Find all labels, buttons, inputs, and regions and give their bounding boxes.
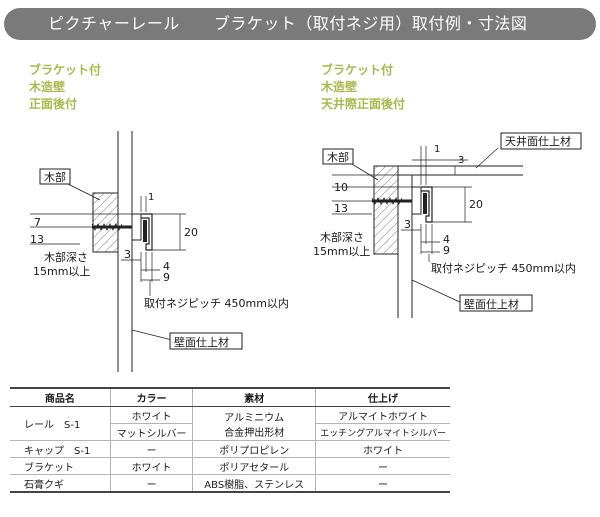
cap-finish: ホワイト bbox=[315, 440, 450, 458]
cap-name: キャップ S-1 bbox=[10, 440, 111, 458]
right-diagram: 木部 天井面仕上材 1 3 10 13 20 3 bbox=[313, 132, 582, 318]
left-dim-9: 9 bbox=[163, 271, 170, 284]
left-dim-13: 13 bbox=[30, 233, 44, 246]
right-wood-label: 木部 bbox=[327, 150, 349, 164]
bracket-name: ブラケット bbox=[10, 457, 111, 475]
right-ceiling-finish-box bbox=[500, 132, 582, 150]
right-dim-1: 1 bbox=[434, 144, 440, 155]
right-dim-3: 3 bbox=[404, 218, 411, 231]
rail-color-1: ホワイト bbox=[109, 406, 193, 424]
left-diagram: 木部 7 13 20 1 3 4 9 木部深さ 15mm以上 取 bbox=[30, 131, 289, 372]
left-dim-3: 3 bbox=[124, 248, 131, 261]
title-part-1: ピクチャーレール bbox=[48, 14, 180, 33]
right-dimension-lines bbox=[332, 146, 472, 254]
right-depth-line-2: 15mm以上 bbox=[313, 245, 370, 258]
left-depth-line-2: 15mm以上 bbox=[33, 265, 90, 278]
rail-material-line-1: アルミニウム bbox=[224, 412, 285, 424]
header-color: カラー bbox=[109, 387, 193, 407]
title-part-2: ブラケット（取付ネジ用）取付例・寸法図 bbox=[213, 14, 528, 33]
left-diagram-caption: ブラケット付 木造壁 正面後付 bbox=[29, 62, 101, 113]
right-caption-line-3: 天井際正面後付 bbox=[321, 97, 406, 111]
right-ceiling-finish-label: 天井面仕上材 bbox=[505, 134, 571, 148]
cap-material: ポリプロピレン bbox=[192, 440, 316, 458]
left-caption-line-2: 木造壁 bbox=[29, 80, 66, 94]
cap-color: ー bbox=[109, 440, 193, 458]
left-caption-line-1: ブラケット付 bbox=[29, 63, 102, 77]
right-caption-line-1: ブラケット付 bbox=[321, 63, 394, 77]
screw-name: 石膏クギ bbox=[10, 474, 111, 493]
bracket-color: ホワイト bbox=[109, 457, 193, 475]
right-ceiling bbox=[398, 165, 523, 176]
left-wood-block bbox=[92, 192, 119, 253]
left-pitch-label: 取付ネジピッチ 450mm以内 bbox=[144, 296, 289, 310]
rail-material: アルミニウム 合金押出形材 bbox=[192, 406, 316, 441]
rail-finish-2: エッチングアルマイトシルバー bbox=[315, 423, 450, 441]
left-dimension-lines bbox=[30, 196, 186, 282]
right-wall-finish-label: 壁面仕上材 bbox=[464, 297, 519, 311]
left-dim-4: 4 bbox=[163, 260, 170, 273]
screw-color: ー bbox=[109, 474, 193, 493]
left-dim-20: 20 bbox=[184, 226, 198, 239]
rail-name: レール S-1 bbox=[10, 406, 111, 441]
left-wood-label-box bbox=[39, 168, 71, 185]
title-bar: ピクチャーレール ブラケット（取付ネジ用）取付例・寸法図 bbox=[4, 8, 596, 40]
right-depth-line-1: 木部深さ bbox=[320, 230, 364, 244]
left-wall-finish-box bbox=[169, 332, 243, 350]
right-wall bbox=[397, 166, 413, 318]
header-product-name: 商品名 bbox=[10, 387, 111, 407]
right-wall-finish-box bbox=[459, 294, 533, 312]
right-dim-10: 10 bbox=[334, 181, 348, 194]
rail-material-line-2: 合金押出形材 bbox=[224, 427, 285, 439]
header-material: 素材 bbox=[192, 387, 316, 407]
screw-material: ABS樹脂、ステンレス bbox=[192, 474, 316, 493]
bracket-material: ポリアセタール bbox=[192, 457, 316, 475]
left-wall-finish-label: 壁面仕上材 bbox=[174, 335, 229, 349]
spec-table: 商品名 カラー 素材 仕上げ レール S-1 ホワイト アルミニウム 合金押出形… bbox=[10, 387, 450, 493]
header-finish: 仕上げ bbox=[315, 387, 450, 407]
right-pitch-label: 取付ネジピッチ 450mm以内 bbox=[431, 261, 576, 275]
left-caption-line-3: 正面後付 bbox=[29, 97, 78, 111]
left-depth-line-1: 木部深さ bbox=[44, 250, 88, 264]
rail-finish-1: アルマイトホワイト bbox=[315, 406, 450, 424]
left-bracket bbox=[131, 213, 153, 251]
right-dim-20: 20 bbox=[469, 198, 483, 211]
bracket-finish: ー bbox=[315, 457, 450, 475]
rail-color-2: マットシルバー bbox=[109, 423, 193, 441]
right-wood-label-box bbox=[322, 148, 354, 165]
left-dim-7: 7 bbox=[34, 216, 41, 229]
left-dim-1: 1 bbox=[148, 192, 154, 203]
right-dim-3-top: 3 bbox=[458, 155, 464, 166]
right-dim-4: 4 bbox=[443, 233, 450, 246]
right-bracket bbox=[411, 186, 433, 223]
right-diagram-caption: ブラケット付 木造壁 天井際正面後付 bbox=[321, 62, 405, 113]
right-dim-13: 13 bbox=[334, 202, 348, 215]
screw-finish: ー bbox=[315, 474, 450, 493]
right-caption-line-2: 木造壁 bbox=[321, 80, 358, 94]
right-wood-block bbox=[373, 165, 399, 255]
right-dim-9: 9 bbox=[443, 244, 450, 257]
left-wood-label: 木部 bbox=[44, 170, 66, 184]
